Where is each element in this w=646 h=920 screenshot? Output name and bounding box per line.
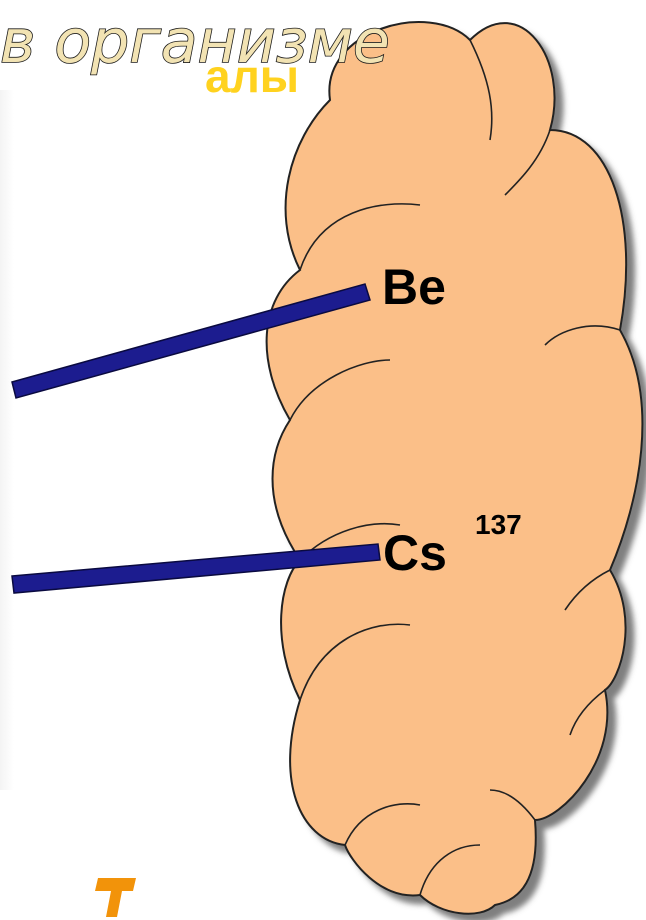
- cs-label: Cs: [383, 525, 447, 581]
- page-title: в организме: [0, 7, 390, 77]
- orange-t-marker-icon: [95, 878, 136, 917]
- be-label: Be: [382, 259, 446, 315]
- cloud-shape: [265, 21, 644, 915]
- connector-lines: [11, 283, 381, 594]
- be-connector-line: [11, 283, 371, 399]
- left-edge-strip: [0, 90, 14, 790]
- ghost-background-text: алы: [205, 50, 299, 102]
- cs-superscript: 137: [475, 509, 522, 540]
- cs-connector-line: [11, 543, 381, 594]
- cloud-lobe-lines: [289, 39, 621, 896]
